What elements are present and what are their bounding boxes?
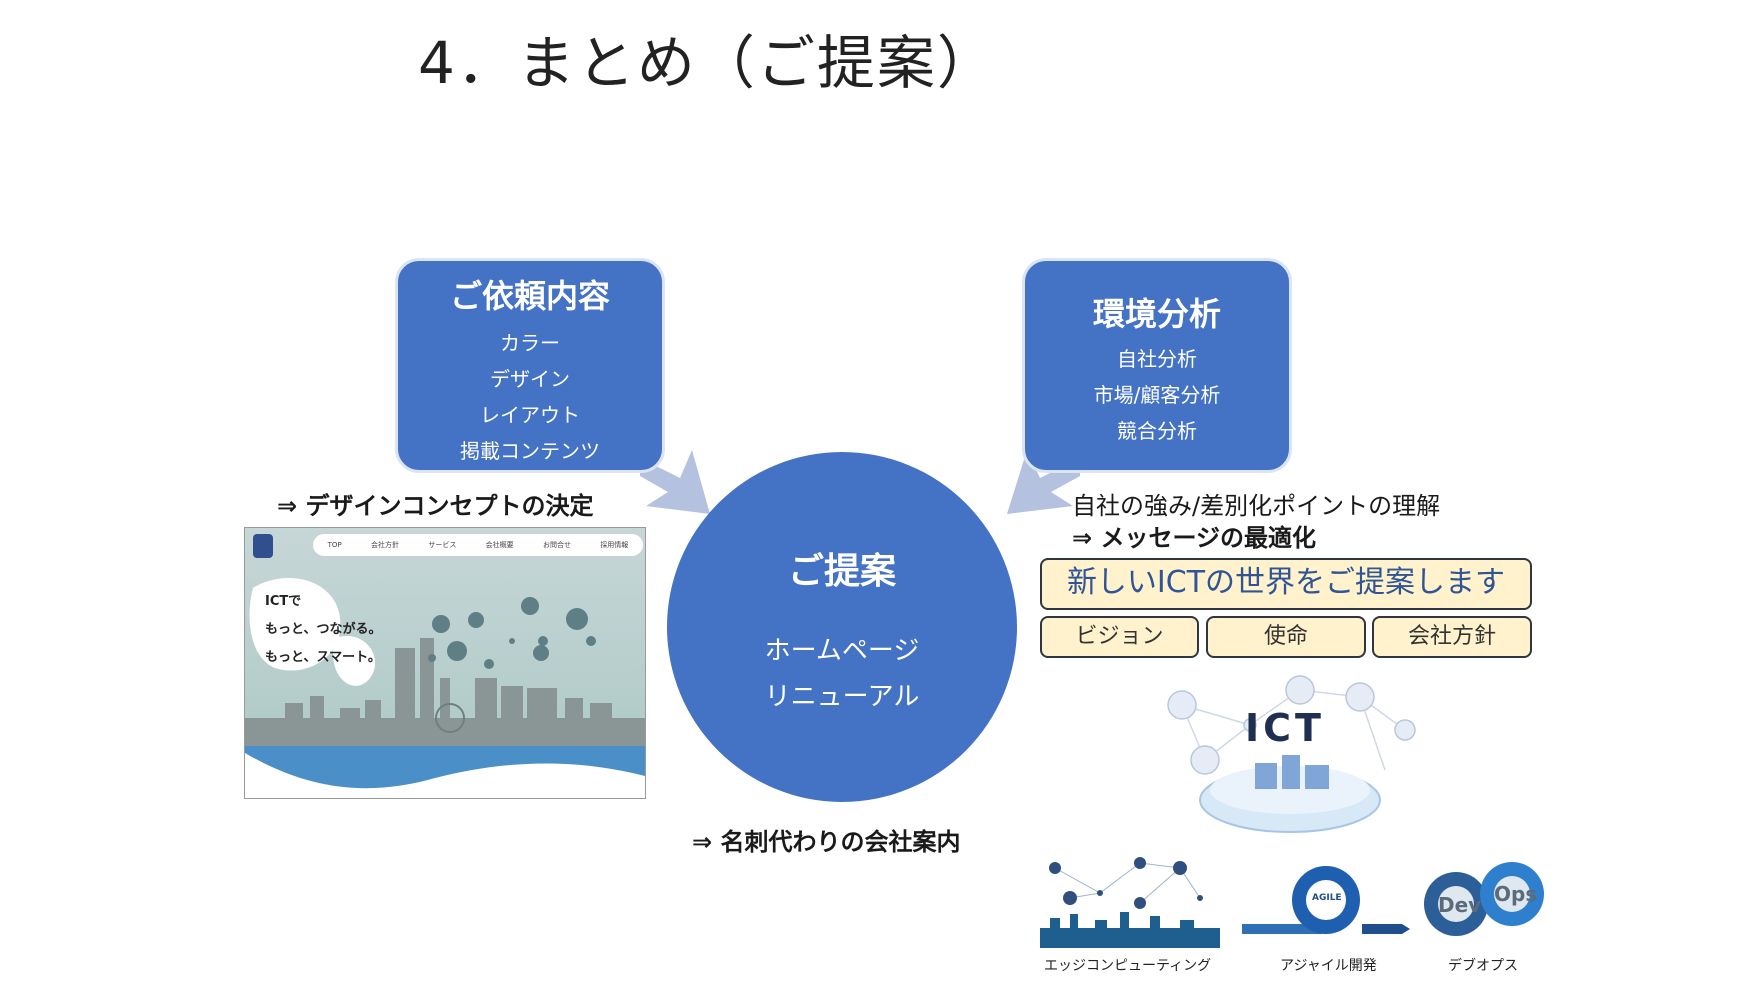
request-item: デザイン: [490, 367, 570, 391]
agile-badge: AGILE: [1312, 893, 1342, 903]
ict-network-illustration: [1167, 675, 1416, 833]
website-mockup: TOP 会社方針 サービス 会社概要 お問合せ 採用情報 ICTで もっと、つな…: [244, 527, 646, 799]
mockup-line: もっと、つながる。: [265, 622, 382, 637]
request-box: ご依頼内容 カラー デザイン レイアウト 掲載コンテンツ: [395, 258, 665, 473]
mission-box: 使命: [1206, 616, 1366, 658]
mockup-nav-item: 採用情報: [600, 541, 629, 549]
vision-box: ビジョン: [1040, 616, 1199, 658]
mockup-nav-item: TOP: [327, 541, 342, 549]
message-main-box: 新しいICTの世界をご提案します: [1040, 558, 1532, 610]
edge-computing-illustration: [1040, 857, 1220, 948]
design-concept-note: ⇒ デザインコンセプトの決定: [277, 492, 594, 520]
mockup-nav-item: 会社概要: [485, 541, 514, 549]
environment-box: 環境分析 自社分析 市場/顧客分析 競合分析: [1022, 258, 1292, 473]
policy-box: 会社方針: [1372, 616, 1532, 658]
page-title: 4．まとめ（ご提案）: [418, 29, 997, 97]
request-item: レイアウト: [480, 403, 580, 427]
proposal-title: ご提案: [787, 551, 896, 592]
proposal-circle: ご提案 ホームページ リニューアル: [667, 452, 1017, 802]
mockup-nav: TOP 会社方針 サービス 会社概要 お問合せ 採用情報: [313, 534, 643, 556]
request-item: カラー: [500, 331, 560, 355]
mockup-line: ICTで: [265, 594, 302, 609]
devops-dev-label: Dev: [1438, 893, 1482, 917]
environment-item: 自社分析: [1117, 347, 1197, 371]
strength-note: 自社の強み/差別化ポイントの理解: [1072, 492, 1441, 520]
devops-label: デブオプス: [1448, 958, 1518, 974]
environment-box-title: 環境分析: [1092, 295, 1221, 333]
message-note: ⇒ メッセージの最適化: [1072, 524, 1316, 552]
request-item: 掲載コンテンツ: [460, 439, 600, 463]
ict-label: ICT: [1245, 706, 1325, 750]
environment-item: 市場/顧客分析: [1093, 383, 1221, 407]
environment-item: 競合分析: [1117, 419, 1197, 443]
mockup-nav-item: 会社方針: [371, 541, 399, 549]
arrow-left-icon: [640, 450, 710, 514]
proposal-item: ホームページ: [764, 636, 920, 666]
logo-icon: [253, 534, 273, 558]
proposal-item: リニューアル: [764, 682, 920, 712]
mockup-nav-item: お問合せ: [542, 541, 571, 549]
agile-label: アジャイル開発: [1280, 958, 1377, 974]
mockup-illustration: [245, 578, 645, 798]
business-card-note: ⇒ 名刺代わりの会社案内: [692, 828, 961, 856]
mockup-line: もっと、スマート。: [265, 650, 381, 665]
agile-illustration: [1242, 866, 1410, 934]
edge-computing-label: エッジコンピューティング: [1044, 958, 1212, 974]
devops-illustration: [1424, 862, 1544, 936]
devops-ops-label: Ops: [1494, 882, 1538, 906]
request-box-title: ご依頼内容: [449, 277, 610, 315]
arrow-right-icon: [1007, 450, 1080, 514]
mockup-nav-item: サービス: [428, 541, 457, 549]
